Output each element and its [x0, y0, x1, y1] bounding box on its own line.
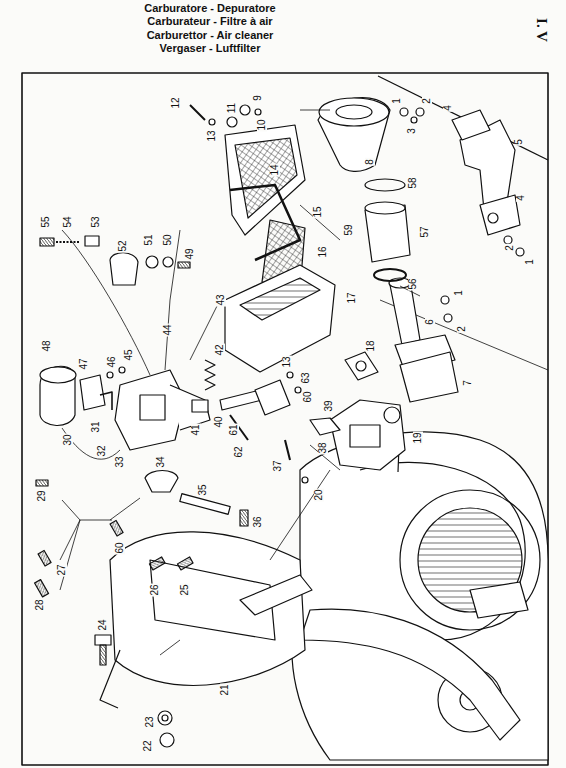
callout-number: 24 — [98, 618, 108, 631]
callout-number: 13 — [207, 129, 217, 142]
callout-number: 39 — [324, 399, 334, 412]
leader-lines — [60, 110, 420, 655]
callout-number: 1 — [525, 258, 535, 266]
callout-number: 12 — [171, 96, 181, 109]
carburettor — [330, 400, 405, 470]
callout-number: 34 — [156, 455, 166, 468]
callout-number: 8 — [365, 158, 375, 166]
carburettor-body — [115, 370, 185, 450]
filter-box — [225, 265, 335, 372]
callout-number: 33 — [115, 455, 125, 468]
callout-number: 10 — [257, 118, 267, 131]
callout-number: 52 — [118, 239, 128, 252]
callout-number: 36 — [253, 515, 263, 528]
callout-number: 28 — [35, 598, 45, 611]
muffler — [110, 532, 305, 686]
callout-number: 2 — [422, 97, 432, 105]
callout-number: 23 — [145, 715, 155, 728]
callout-number: 15 — [313, 205, 323, 218]
callout-number: 57 — [420, 225, 430, 238]
callout-number: 41 — [191, 423, 201, 436]
callout-number: 11 — [227, 102, 237, 114]
bellows — [318, 98, 390, 172]
callout-number: 3 — [407, 127, 417, 135]
title-line: Carburettor - Air cleaner — [147, 30, 274, 41]
callout-number: 50 — [163, 233, 173, 246]
callout-number: 40 — [214, 415, 224, 428]
callout-number: 62 — [234, 445, 244, 458]
callout-number: 45 — [124, 348, 134, 361]
callout-number: 43 — [216, 293, 226, 306]
callout-number: 48 — [42, 339, 52, 352]
callout-number: 46 — [107, 355, 117, 368]
engine-casing — [292, 432, 548, 760]
frame — [22, 73, 548, 765]
page-number: I. V — [534, 18, 549, 42]
callout-number: 4 — [516, 194, 526, 202]
callout-number: 19 — [413, 431, 423, 444]
callout-number: 53 — [91, 215, 101, 228]
callout-number: 2 — [457, 325, 467, 333]
callout-number: 29 — [37, 489, 47, 502]
callout-number: 60 — [303, 390, 313, 403]
callout-number: 49 — [185, 247, 195, 260]
callout-number: 44 — [163, 323, 173, 336]
callout-number: 35 — [198, 483, 208, 496]
filter-cover — [225, 125, 305, 235]
callout-number: 22 — [143, 739, 153, 752]
callout-number: 58 — [408, 176, 418, 189]
callout-number: 18 — [366, 339, 376, 352]
title: Carburatore - Depuratore — [144, 3, 275, 14]
callout-number: 14 — [270, 163, 280, 176]
callout-number: 4 — [443, 104, 453, 112]
callout-number: 51 — [144, 233, 154, 246]
callout-number: 17 — [347, 291, 357, 304]
callout-number: 26 — [150, 583, 160, 596]
exhaust-pipe — [300, 609, 520, 740]
callout-number: 63 — [301, 371, 311, 384]
callout-number: 27 — [57, 563, 67, 576]
callout-number: 20 — [314, 488, 324, 501]
callout-number: 56 — [408, 277, 418, 290]
float-bowl — [40, 366, 75, 425]
callout-number: 54 — [63, 215, 73, 228]
callout-number: 16 — [318, 245, 328, 258]
callout-number: 6 — [425, 318, 435, 326]
callout-number: 13 — [282, 355, 292, 368]
callout-number: 42 — [215, 343, 225, 356]
callout-number: 21 — [220, 683, 230, 696]
callout-number: 5 — [514, 138, 524, 146]
callout-number: 60 — [115, 541, 125, 554]
title-line: Vergaser - Luftfilter — [160, 43, 261, 54]
callout-number: 32 — [97, 444, 107, 457]
callout-number: 30 — [63, 433, 73, 446]
callout-number: 2 — [505, 244, 515, 252]
callout-number: 37 — [273, 459, 283, 472]
callout-number: 38 — [318, 441, 328, 454]
callout-number: 31 — [91, 420, 101, 433]
callout-number: 7 — [463, 379, 473, 387]
callout-number: 9 — [253, 94, 263, 102]
callout-number: 47 — [79, 357, 89, 370]
callout-number: 25 — [180, 583, 190, 596]
callout-number: 1 — [392, 97, 402, 105]
callout-number: 59 — [344, 223, 354, 236]
callout-number: 1 — [454, 289, 464, 297]
title-line: Carburateur - Filtre à air — [147, 16, 272, 27]
callout-number: 61 — [229, 423, 239, 436]
callout-number: 55 — [41, 215, 51, 228]
